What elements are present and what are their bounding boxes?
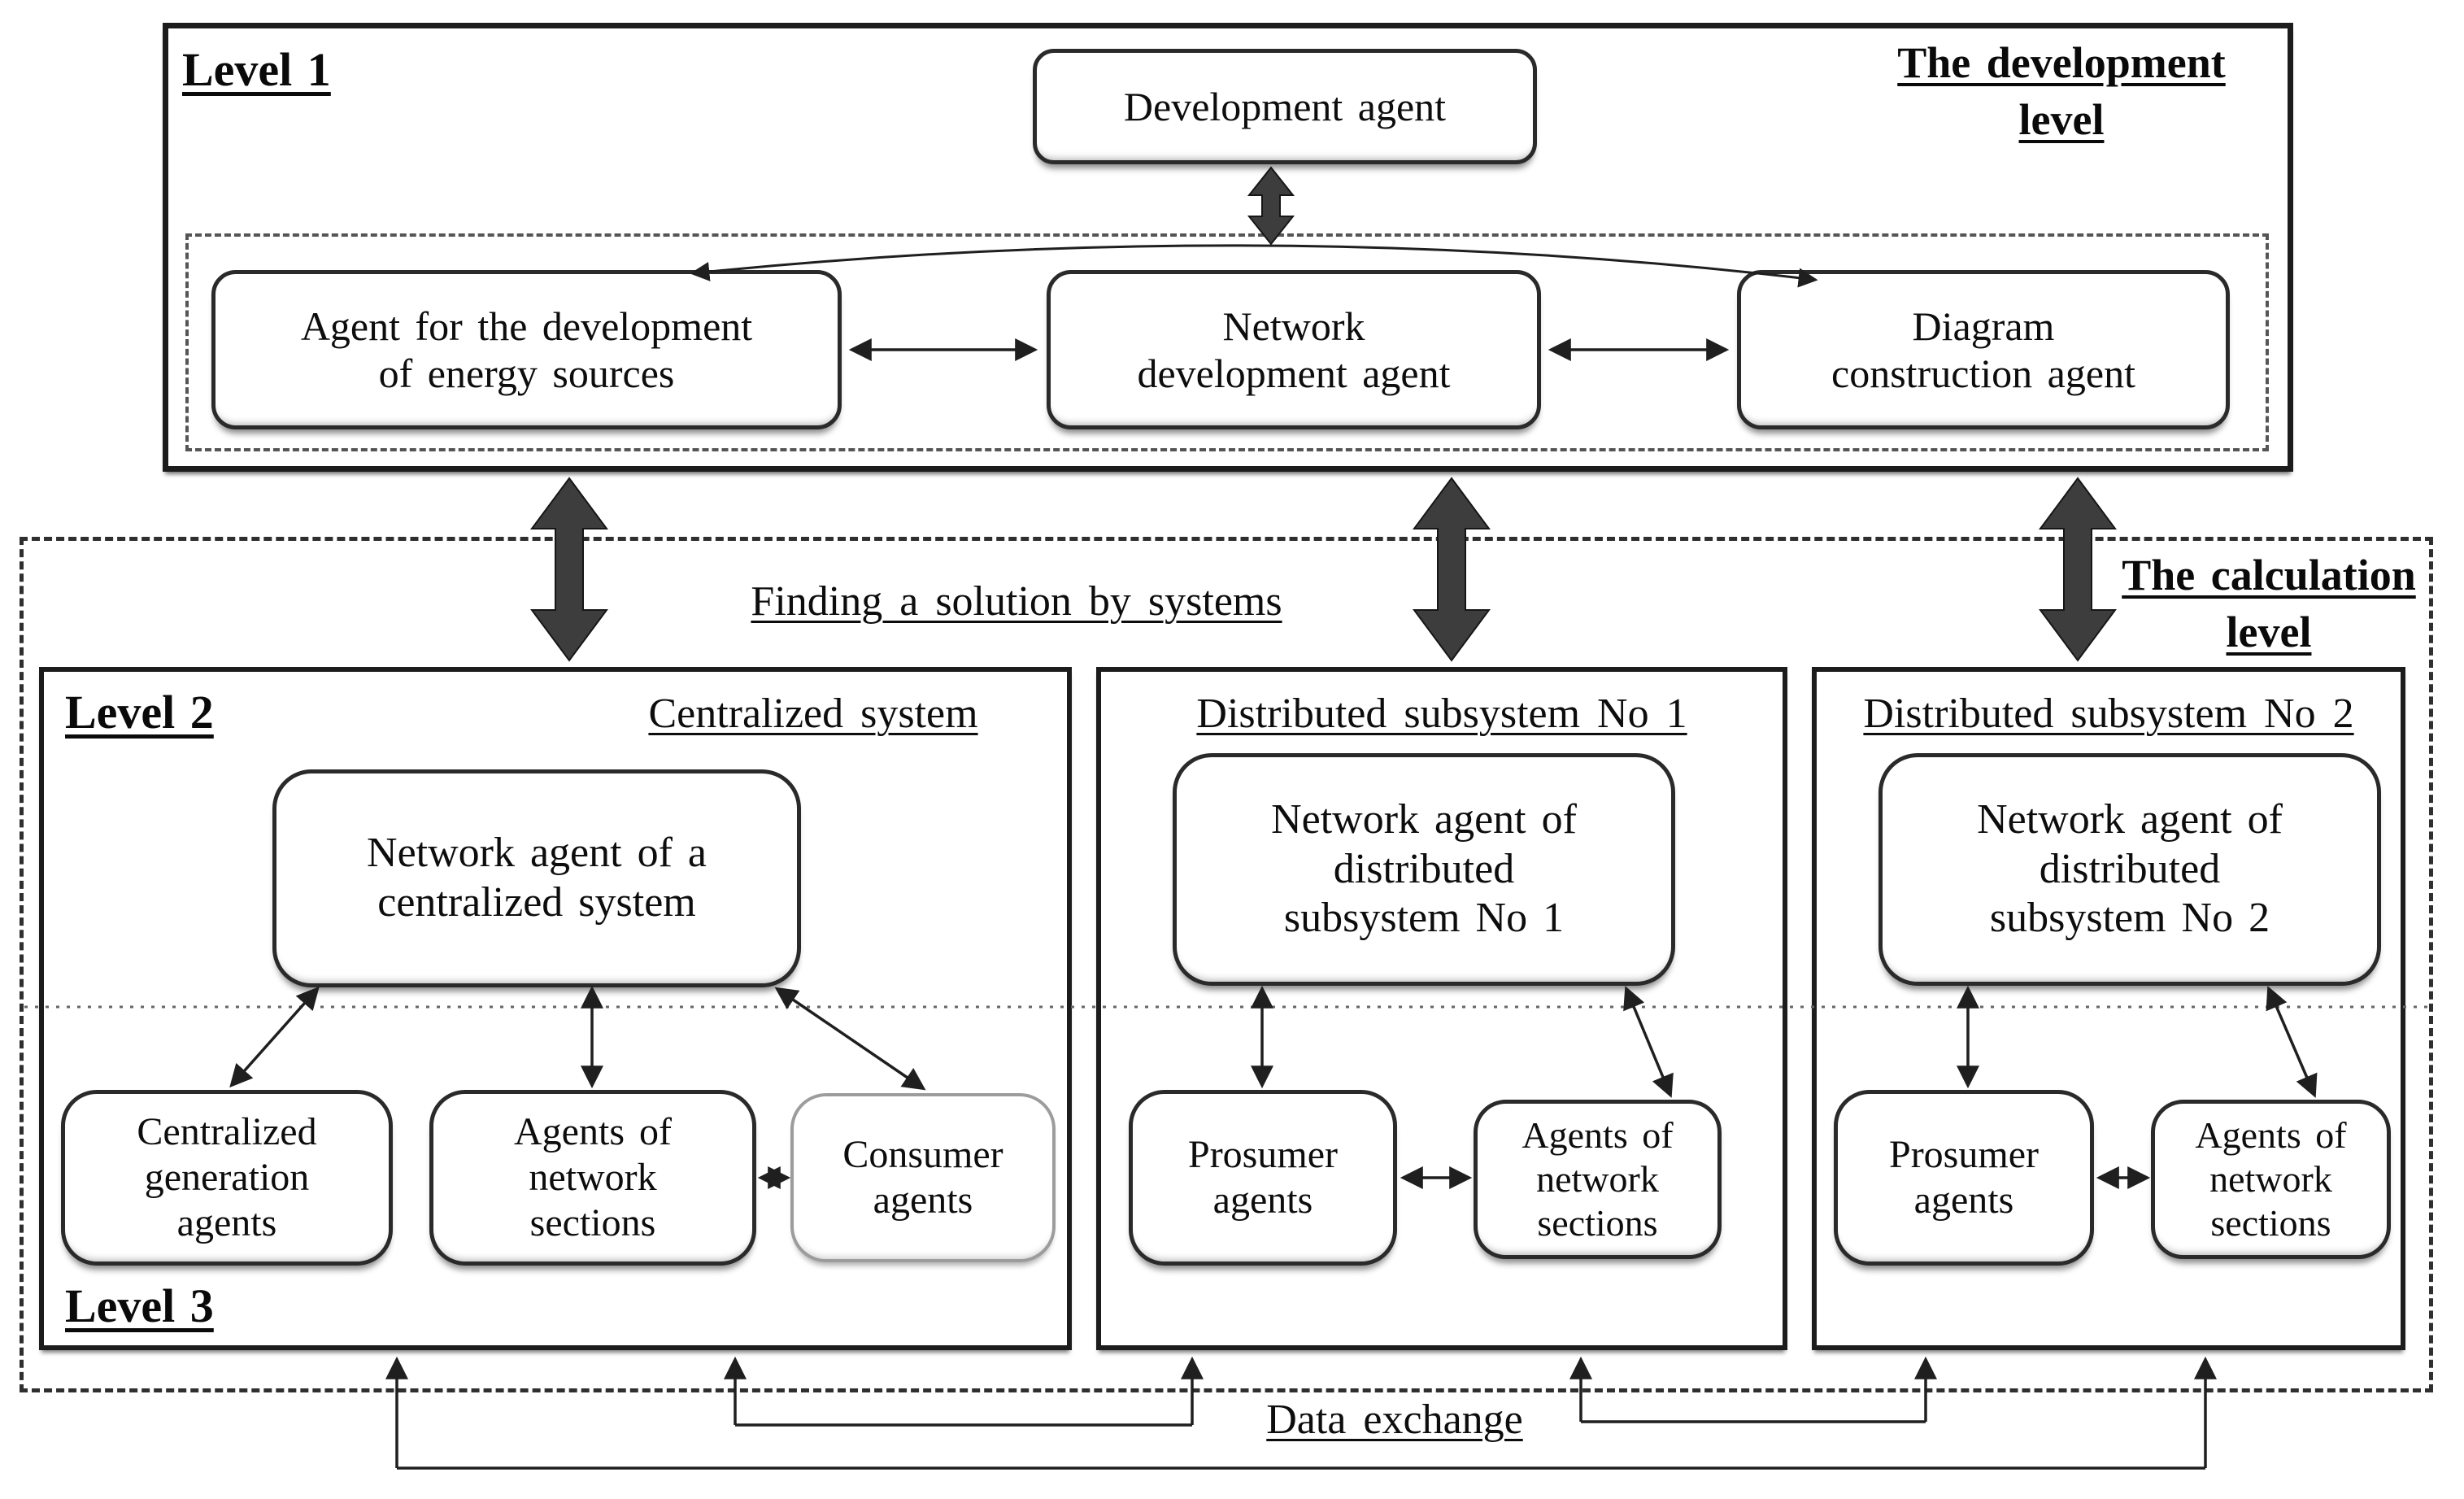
network-sections-agents-label-3: Agents of network sections	[2195, 1114, 2347, 1244]
network-sections-agents-box-1: Agents of network sections	[429, 1090, 756, 1266]
level2-label: Level 2	[65, 686, 214, 739]
energy-sources-development-agent-label: Agent for the development of energy sour…	[300, 303, 753, 397]
subsystem2-network-agent-box: Network agent of distributed subsystem N…	[1878, 753, 2381, 986]
distributed-subsystem2-title: Distributed subsystem No 2	[1863, 691, 2354, 737]
centralized-system-title: Centralized system	[648, 691, 978, 737]
data-exchange-label: Data exchange	[1266, 1397, 1523, 1443]
level1-label: Level 1	[182, 43, 331, 96]
network-sections-agents-label-2: Agents of network sections	[1521, 1114, 1674, 1244]
consumer-agents-label: Consumer agents	[842, 1132, 1003, 1222]
subsystem1-network-agent-box: Network agent of distributed subsystem N…	[1173, 753, 1675, 986]
level3-label: Level 3	[65, 1279, 214, 1332]
network-sections-agents-label-1: Agents of network sections	[514, 1109, 672, 1245]
development-agent-box: Development agent	[1033, 49, 1537, 164]
energy-sources-development-agent-box: Agent for the development of energy sour…	[211, 270, 842, 429]
calculation-level-title: The calculation level	[2122, 551, 2416, 657]
centralized-network-agent-box: Network agent of a centralized system	[272, 769, 801, 987]
centralized-generation-agents-box: Centralized generation agents	[61, 1090, 393, 1266]
network-sections-agents-box-3: Agents of network sections	[2151, 1100, 2391, 1259]
subsystem1-network-agent-label: Network agent of distributed subsystem N…	[1271, 795, 1577, 942]
diagram-construction-agent-box: Diagram construction agent	[1737, 270, 2230, 429]
level1-dashed-region	[185, 233, 2269, 451]
diagram-construction-agent-label: Diagram construction agent	[1831, 303, 2135, 397]
network-sections-agents-box-2: Agents of network sections	[1474, 1100, 1722, 1259]
network-development-agent-box: Network development agent	[1047, 270, 1541, 429]
prosumer-agents-label-1: Prosumer agents	[1188, 1132, 1338, 1222]
consumer-agents-box: Consumer agents	[790, 1093, 1056, 1262]
finding-solution-label: Finding a solution by systems	[751, 578, 1282, 625]
prosumer-agents-box-1: Prosumer agents	[1129, 1090, 1397, 1266]
development-agent-label: Development agent	[1123, 83, 1447, 129]
prosumer-agents-label-2: Prosumer agents	[1889, 1132, 2039, 1222]
distributed-subsystem1-title: Distributed subsystem No 1	[1196, 691, 1687, 737]
centralized-generation-agents-label: Centralized generation agents	[137, 1109, 317, 1245]
network-development-agent-label: Network development agent	[1137, 303, 1451, 397]
subsystem2-network-agent-label: Network agent of distributed subsystem N…	[1977, 795, 2283, 942]
development-level-title: The development level	[1897, 38, 2226, 145]
centralized-network-agent-label: Network agent of a centralized system	[367, 830, 707, 926]
calculation-level-dashed-region	[20, 537, 2433, 1392]
prosumer-agents-box-2: Prosumer agents	[1834, 1090, 2094, 1266]
